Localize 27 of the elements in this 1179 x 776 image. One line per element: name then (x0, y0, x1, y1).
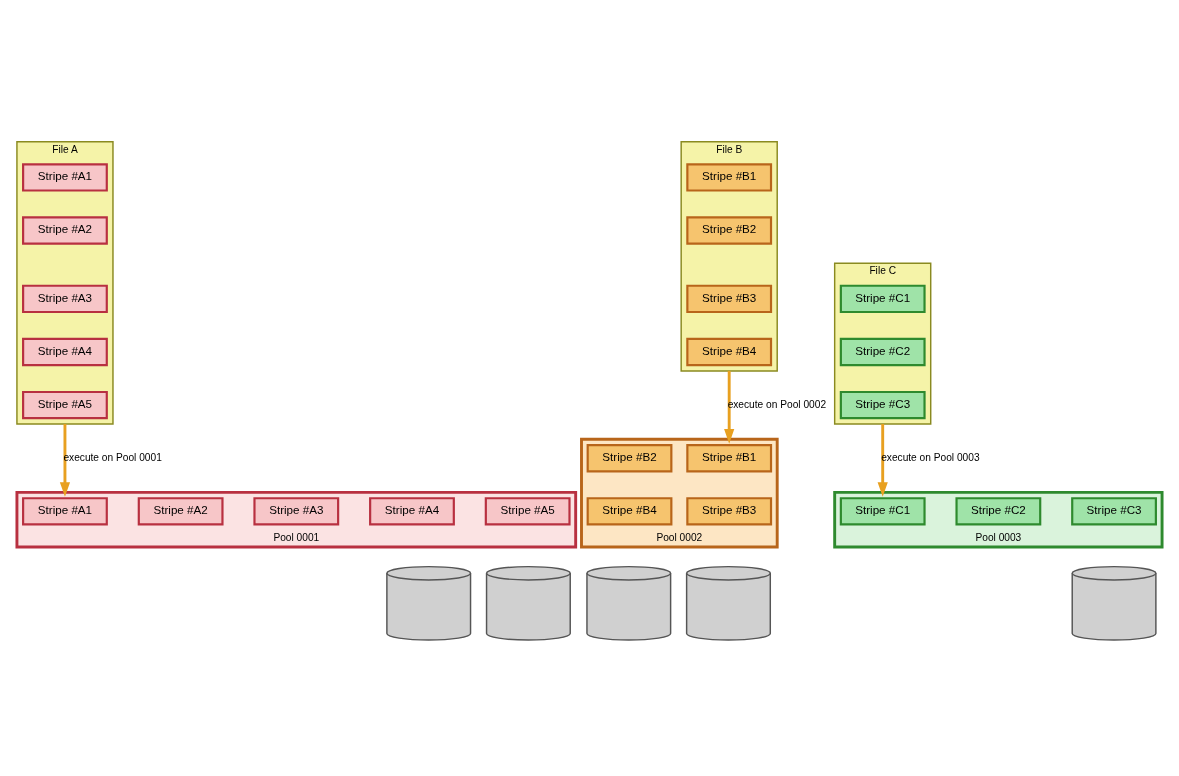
node-box: Stripe #C2 (955, 497, 1042, 526)
node-box: Stripe #B2 (586, 444, 673, 473)
node-box: Stripe #B1 (686, 163, 773, 192)
node-box: Stripe #B1 (686, 444, 773, 473)
node-box: Stripe #B3 (686, 284, 773, 314)
node-box: Stripe #C1 (839, 284, 926, 314)
node-box: Stripe #B4 (586, 497, 673, 526)
node-box: Stripe #A2 (22, 216, 108, 245)
node-box: Stripe #C3 (1071, 497, 1157, 526)
node-box: Stripe #B2 (686, 216, 773, 245)
node-box: Stripe #A5 (22, 390, 108, 420)
node-box: Stripe #C1 (839, 497, 926, 526)
node-box: Stripe #A1 (22, 163, 108, 192)
node-box: Stripe #A4 (22, 337, 108, 367)
node-box: Stripe #B3 (686, 497, 773, 526)
node-box: Stripe #C2 (839, 337, 926, 367)
node-box: Stripe #A3 (253, 497, 340, 526)
node-box: Stripe #A4 (369, 497, 455, 526)
arrow (59, 424, 71, 497)
arrow (877, 424, 888, 497)
node-box: Stripe #B4 (686, 337, 773, 367)
arrow (724, 370, 735, 444)
node-box: Stripe #C3 (839, 390, 926, 420)
node-box: Stripe #A5 (484, 497, 571, 526)
node-box: Stripe #A3 (22, 284, 108, 314)
node-box: Stripe #A2 (137, 497, 224, 526)
node-box: Stripe #A1 (22, 497, 108, 526)
